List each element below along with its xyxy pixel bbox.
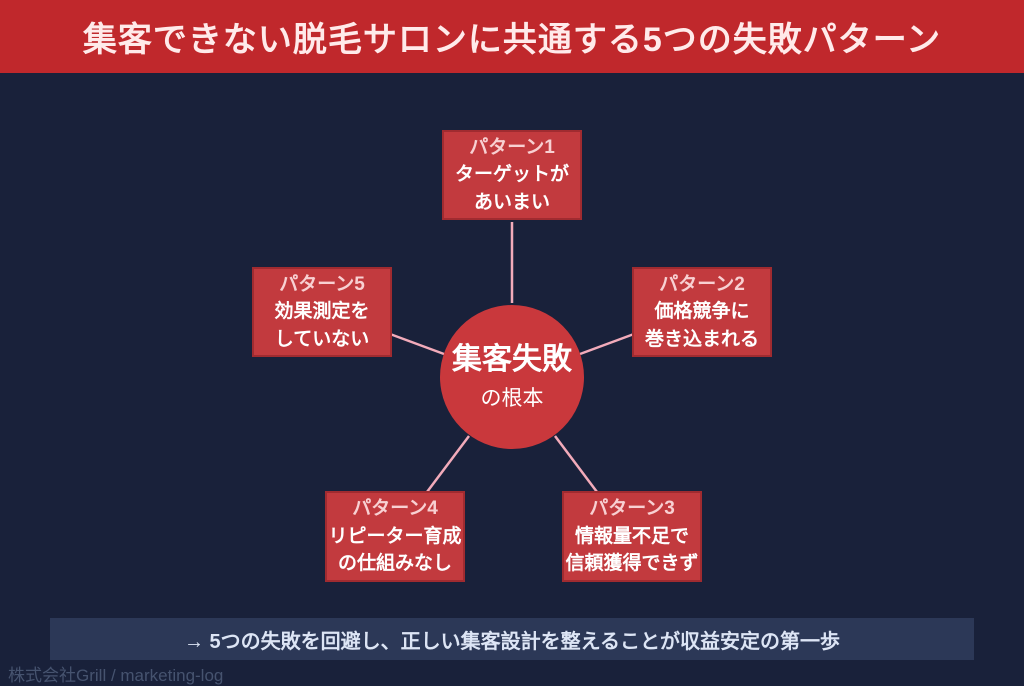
connector-pattern-4 xyxy=(426,435,470,493)
pattern-3-box: パターン3 情報量不足で 信頼獲得できず xyxy=(562,491,702,582)
pattern-3-text-line-2: 信頼獲得できず xyxy=(565,553,699,575)
pattern-5-label: パターン5 xyxy=(279,273,365,295)
footer-credit: 株式会社Grill / marketing-log xyxy=(8,666,224,685)
center-circle: 集客失敗 の根本 xyxy=(440,305,584,449)
pattern-5-text-line-1: 効果測定を xyxy=(274,301,370,323)
pattern-3-label: パターン3 xyxy=(589,498,675,520)
pattern-5-box: パターン5 効果測定を していない xyxy=(252,267,392,357)
conclusion-banner: → 5つの失敗を回避し、正しい集客設計を整えることが収益安定の第一歩 xyxy=(50,618,974,660)
pattern-1-box: パターン1 ターゲットが あいまい xyxy=(442,130,582,220)
pattern-4-text-line-1: リピーター育成 xyxy=(328,525,462,547)
pattern-2-text-line-1: 価格競争に xyxy=(654,301,750,323)
page-title: 集客できない脱毛サロンに共通する5つの失敗パターン xyxy=(82,21,942,59)
connector-pattern-5 xyxy=(389,332,445,356)
connector-pattern-2 xyxy=(579,332,635,356)
connector-pattern-3 xyxy=(554,435,598,493)
pattern-2-label: パターン2 xyxy=(659,273,745,295)
center-circle-title: 集客失敗 xyxy=(452,342,572,376)
conclusion-text: → 5つの失敗を回避し、正しい集客設計を整えることが収益安定の第一歩 xyxy=(183,630,841,653)
pattern-2-text-line-2: 巻き込まれる xyxy=(644,328,759,350)
title-banner: 集客できない脱毛サロンに共通する5つの失敗パターン xyxy=(0,0,1024,73)
pattern-2-box: パターン2 価格競争に 巻き込まれる xyxy=(632,267,772,357)
pattern-1-label: パターン1 xyxy=(469,136,555,158)
pattern-1-text-line-1: ターゲットが xyxy=(454,164,569,186)
pattern-1-text-line-2: あいまい xyxy=(473,191,550,213)
pattern-4-text-line-2: の仕組みなし xyxy=(337,553,452,575)
center-circle-subtitle: の根本 xyxy=(480,386,544,410)
pattern-3-text-line-1: 情報量不足で xyxy=(574,525,689,547)
pattern-4-label: パターン4 xyxy=(352,498,438,520)
pattern-5-text-line-2: していない xyxy=(274,328,370,350)
pattern-4-box: パターン4 リピーター育成 の仕組みなし xyxy=(325,491,465,582)
